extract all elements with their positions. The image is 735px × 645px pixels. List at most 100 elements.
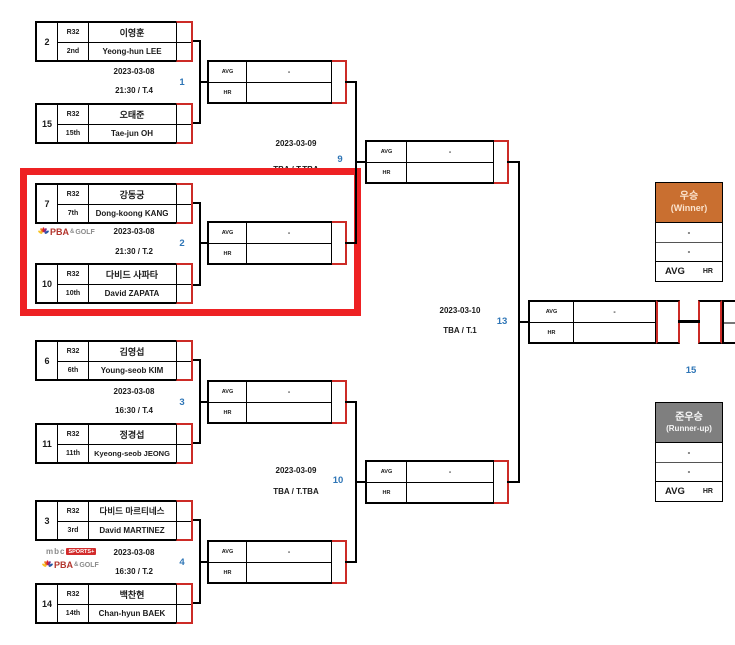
avg-label: AVG: [209, 223, 247, 243]
match-number: 13: [496, 316, 508, 327]
rank-label: 15th: [57, 123, 88, 142]
avg-value: -: [448, 468, 452, 476]
seed-number: 3: [44, 515, 50, 526]
winner-title-en: (Winner): [670, 203, 708, 214]
player-name-en: David ZAPATA: [88, 283, 175, 302]
player-name-kr: 강동궁: [88, 185, 175, 204]
player-box-yeonghun-lee: 2 R32 이영훈 2nd Yeong-hun LEE: [35, 21, 193, 62]
rank-label: 3rd: [57, 520, 88, 539]
amp-logo-text: &: [74, 562, 79, 568]
seed-number: 7: [44, 198, 50, 209]
winner-slot: [176, 21, 193, 62]
player-box-david-martinez: 3 R32 다비드 마르티네스 3rd David MARTINEZ: [35, 500, 193, 541]
winner-box: 우승 (Winner) - - AVG HR: [655, 182, 723, 282]
player-box-youngseob-kim: 6 R32 김영섭 6th Young-seob KIM: [35, 340, 193, 381]
hr-label: HR: [702, 488, 713, 495]
match-time-table: 16:30 / T.4: [115, 406, 153, 415]
round-label: R32: [57, 185, 88, 204]
winner-value-2: -: [656, 241, 722, 262]
player-name-kr: 정경섭: [88, 425, 175, 444]
hr-label: HR: [367, 162, 407, 182]
peacock-icon: [38, 227, 49, 234]
avg-value: -: [613, 308, 616, 316]
winner-slot: [176, 423, 193, 464]
peacock-icon: [42, 560, 53, 567]
runner-up-box: 준우승 (Runner-up) - - AVG HR: [655, 402, 723, 502]
rank-label: 14th: [57, 603, 88, 622]
player-name-en: David MARTINEZ: [88, 520, 175, 539]
avg-label: AVG: [367, 462, 407, 482]
player-box-david-zapata: 10 R32 다비드 사파타 10th David ZAPATA: [35, 263, 193, 304]
rank-label: 10th: [57, 283, 88, 302]
player-box-kyeongseob-jeong: 11 R32 정경섭 11th Kyeong-seob JEONG: [35, 423, 193, 464]
player-name-kr: 백찬현: [88, 585, 175, 604]
avg-value: -: [287, 548, 291, 556]
player-box-taejun-oh: 15 R32 오태준 15th Tae-jun OH: [35, 103, 193, 144]
runner-up-title-en: (Runner-up): [666, 423, 712, 433]
match-time-table: 16:30 / T.2: [115, 567, 153, 576]
hr-label: HR: [367, 482, 407, 502]
selection-highlight: [20, 168, 361, 316]
round-label: R32: [57, 425, 88, 444]
avg-label: AVG: [209, 62, 247, 82]
stat-box-match-1: AVG - HR: [207, 60, 333, 104]
pba-logo-text: PBA: [54, 560, 74, 570]
hr-label: HR: [209, 82, 247, 102]
final-match-box: [722, 300, 735, 344]
rank-label: 2nd: [57, 41, 88, 60]
player-name-kr: 다비드 마르티네스: [88, 502, 175, 521]
player-name-en: Young-seob KIM: [88, 360, 175, 379]
runner-up-value-1: -: [687, 447, 691, 457]
hr-value: [247, 243, 331, 263]
avg-value: -: [448, 148, 452, 156]
hr-label: HR: [702, 268, 713, 275]
seed-number: 2: [44, 36, 50, 47]
hr-value: [247, 562, 331, 582]
player-box-chanhyun-baek: 14 R32 백찬현 14th Chan-hyun BAEK: [35, 583, 193, 624]
mbc-sports-logo: mbc SPORTS+: [46, 547, 97, 556]
winner-slot: [176, 583, 193, 624]
pba-logo-text: PBA: [50, 227, 70, 237]
player-name-kr: 오태준: [88, 105, 175, 124]
match-date: 2023-03-09: [275, 139, 317, 148]
round-label: R32: [57, 105, 88, 124]
stat-box-match-4: AVG - HR: [207, 540, 333, 584]
player-name-kr: 김영섭: [88, 342, 175, 361]
runner-up-header: 준우승 (Runner-up): [656, 403, 722, 443]
seed-number: 14: [41, 598, 52, 609]
winner-slot: [176, 183, 193, 224]
stat-box-match-2: AVG - HR: [207, 221, 333, 265]
amp-logo-text: &: [70, 229, 75, 235]
match-number: 2: [179, 238, 185, 249]
final-match-number: 15: [685, 365, 697, 376]
match-number: 10: [332, 475, 344, 486]
mbc-logo-text: mbc: [46, 547, 66, 556]
avg-value: -: [287, 68, 291, 76]
match-time-table: TBA / T.TBA: [273, 487, 319, 496]
player-box-dongkoong-kang: 7 R32 강동궁 7th Dong-koong KANG: [35, 183, 193, 224]
player-name-kr: 이영훈: [88, 23, 175, 42]
winner-value-1: -: [687, 227, 691, 237]
round-label: R32: [57, 23, 88, 42]
match-date: 2023-03-08: [113, 227, 155, 236]
round-label: R32: [57, 265, 88, 284]
seed-number: 15: [41, 118, 52, 129]
match-date: 2023-03-08: [113, 67, 155, 76]
avg-value: -: [287, 388, 291, 396]
match-date: 2023-03-09: [275, 466, 317, 475]
stat-box-match-9: AVG - HR: [365, 140, 495, 184]
pba-golf-logo: PBA & GOLF: [42, 560, 99, 570]
round-label: R32: [57, 585, 88, 604]
match-time-table: 21:30 / T.4: [115, 86, 153, 95]
match-time-table: TBA / T.1: [443, 326, 477, 335]
round-label: R32: [57, 502, 88, 521]
player-name-en: Dong-koong KANG: [88, 203, 175, 222]
stat-box-match-3: AVG - HR: [207, 380, 333, 424]
seed-number: 11: [42, 438, 52, 449]
player-name-en: Kyeong-seob JEONG: [88, 443, 175, 462]
hr-value: [574, 322, 655, 342]
runner-up-value-2: -: [656, 461, 722, 482]
avg-label: AVG: [665, 486, 685, 497]
hr-label: HR: [209, 562, 247, 582]
